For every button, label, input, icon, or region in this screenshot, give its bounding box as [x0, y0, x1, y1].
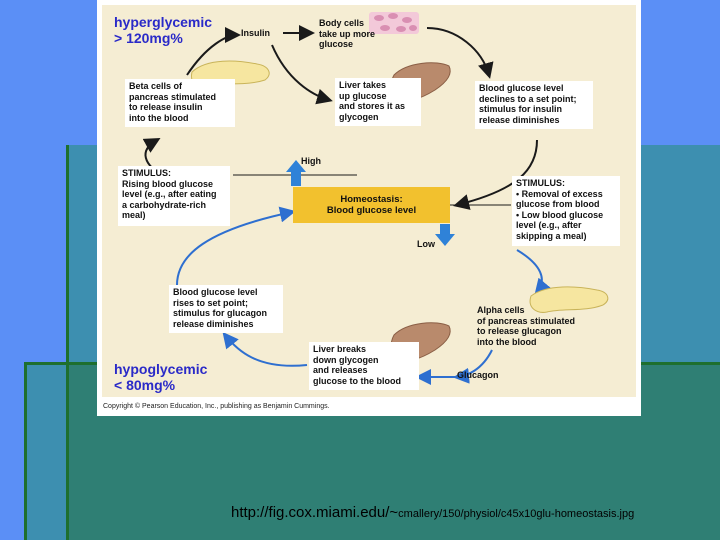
- arrow-bodycells-to-declines: [426, 27, 494, 79]
- slide-divider-vertical-lower: [24, 362, 27, 540]
- arrow-beta-to-insulin: [186, 27, 241, 76]
- source-url-host: http://fig.cox.miami.edu/~: [231, 504, 399, 521]
- stimulus-rising-box: STIMULUS: Rising blood glucose level (e.…: [118, 166, 230, 226]
- high-arrow: [286, 160, 306, 186]
- homeostasis-title: Homeostasis:: [340, 194, 403, 205]
- stimulus-removal-box: STIMULUS: • Removal of excess glucose fr…: [512, 176, 620, 246]
- beta-cells-box: Beta cells of pancreas stimulated to rel…: [125, 79, 235, 127]
- source-url: http://fig.cox.miami.edu/~cmallery/150/p…: [231, 504, 634, 522]
- glucose-homeostasis-figure: hyperglycemic > 120mg% hypoglycemic < 80…: [97, 0, 641, 416]
- pancreas-illustration-alpha: [529, 286, 609, 313]
- slide-divider-vertical: [66, 145, 69, 540]
- arrow-alpha-to-glucagon: [453, 349, 493, 384]
- slide-background-lower-left: [0, 365, 24, 540]
- homeostasis-subtitle: Blood glucose level: [326, 205, 417, 216]
- slide-background-lower-mid: [27, 365, 66, 540]
- alpha-cells-box: Alpha cells of pancreas stimulated to re…: [477, 305, 576, 347]
- slide-background-left: [0, 145, 68, 365]
- source-url-path: cmallery/150/physiol/c45x10glu-homeostas…: [398, 508, 635, 520]
- hyperglycemic-label: hyperglycemic > 120mg%: [114, 14, 213, 46]
- arrow-stimulus-to-alpha: [516, 249, 551, 296]
- arrow-insulin-to-liver: [271, 44, 333, 105]
- glucose-rises-box: Blood glucose level rises to set point; …: [169, 285, 283, 333]
- liver-breaks-down-box: Liver breaks down glycogen and releases …: [309, 342, 419, 390]
- body-cells-box: Body cells take up more glucose: [319, 18, 376, 49]
- glucose-declines-box: Blood glucose level declines to a set po…: [475, 81, 593, 129]
- liver-takes-up-box: Liver takes up glucose and stores it as …: [335, 78, 421, 126]
- copyright-text: Copyright © Pearson Education, Inc., pub…: [103, 403, 330, 410]
- low-arrow: [435, 224, 455, 246]
- high-label: High: [301, 156, 321, 166]
- homeostasis-box: Homeostasis: Blood glucose level: [293, 187, 450, 223]
- glucagon-label: Glucagon: [457, 370, 499, 380]
- insulin-label: Insulin: [241, 28, 270, 38]
- hypoglycemic-label: hypoglycemic < 80mg%: [114, 361, 208, 393]
- arrow-rises-to-homeostasis: [176, 206, 296, 286]
- low-label: Low: [417, 239, 435, 249]
- arrow-liver-to-rises: [222, 331, 308, 367]
- body-cells-illustration: [369, 12, 419, 34]
